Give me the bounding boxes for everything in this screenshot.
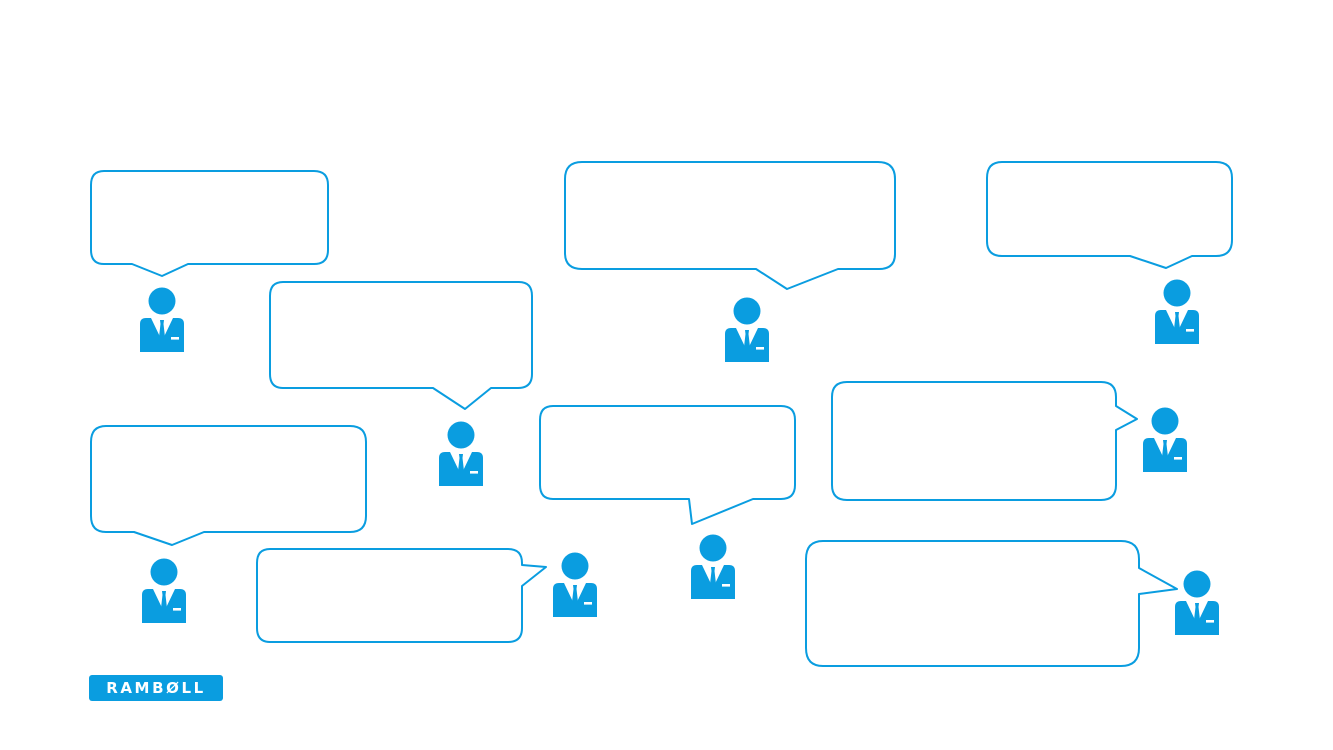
- person-icon-2: [725, 297, 769, 362]
- speech-bubble-7[interactable]: [831, 381, 1141, 503]
- logo-text: RAMBØLL: [106, 679, 206, 697]
- speech-bubble-2[interactable]: [269, 281, 535, 411]
- person-icon-1: [140, 287, 184, 352]
- speech-bubble-1[interactable]: [90, 170, 330, 278]
- person-icon-4: [439, 421, 483, 486]
- speech-bubble-6[interactable]: [539, 405, 797, 527]
- speech-bubble-5[interactable]: [90, 425, 368, 548]
- speech-bubble-3[interactable]: [564, 161, 897, 292]
- ramboll-logo: RAMBØLL: [89, 675, 223, 701]
- speech-bubble-4[interactable]: [986, 161, 1234, 271]
- speech-bubble-9[interactable]: [805, 540, 1180, 668]
- person-icon-5: [1143, 407, 1187, 472]
- person-icon-3: [1155, 279, 1199, 344]
- person-icon-9: [1175, 570, 1219, 635]
- person-icon-7: [142, 558, 186, 623]
- person-icon-8: [553, 552, 597, 617]
- speech-bubble-8[interactable]: [256, 548, 550, 645]
- person-icon-6: [691, 534, 735, 599]
